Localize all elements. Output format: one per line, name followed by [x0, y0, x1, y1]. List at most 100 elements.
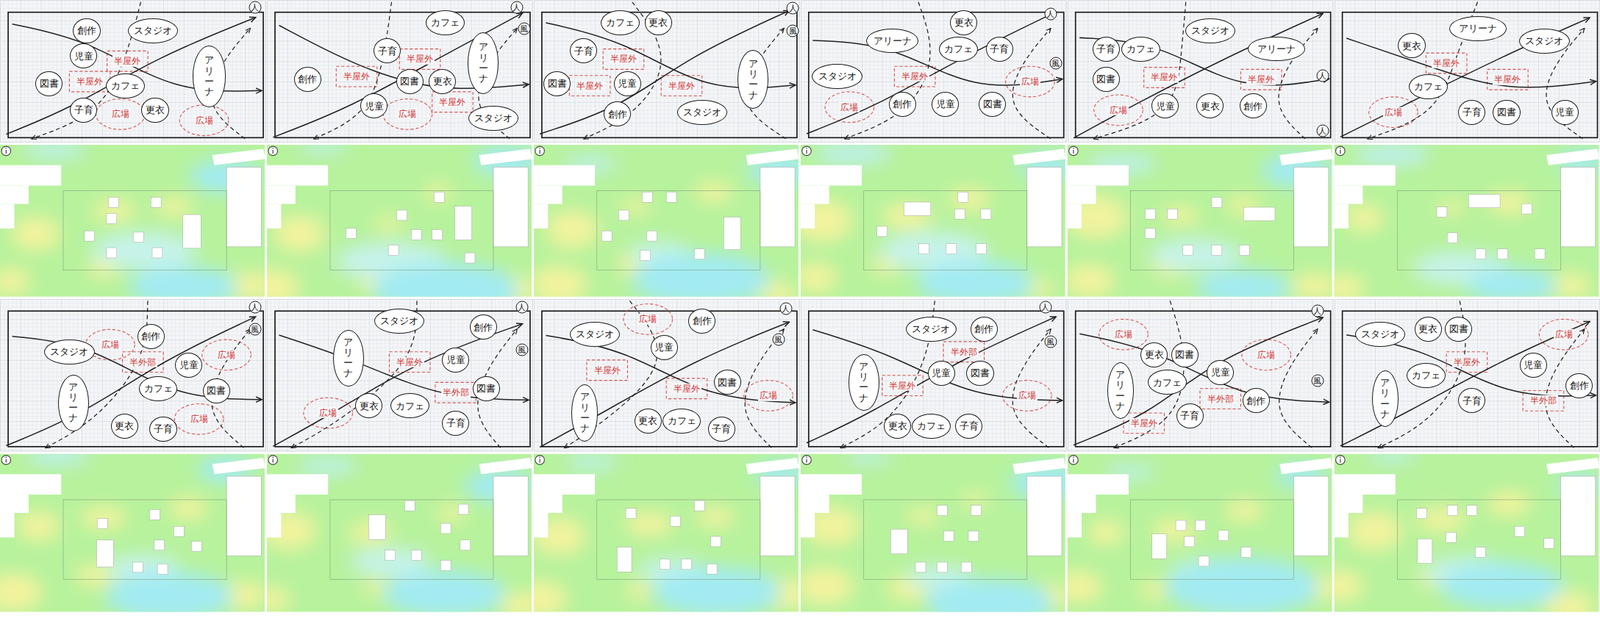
- wind-simulation: [513, 454, 813, 618]
- info-icon: [802, 455, 812, 465]
- arena-ellipse: アリーナ: [737, 50, 769, 109]
- info-icon: [1069, 455, 1078, 465]
- room-name: カフェ: [111, 80, 140, 92]
- room-bubble: 子育: [986, 36, 1014, 62]
- graph-paper: [1067, 0, 1334, 143]
- plaza-label: 広場: [194, 115, 215, 126]
- wind-flow: [1279, 329, 1318, 448]
- sketch-sheet: [267, 299, 534, 452]
- room-name: アリーナ: [1458, 22, 1498, 35]
- room-name: 図書: [39, 77, 59, 90]
- room-name: 創作: [77, 25, 97, 37]
- wind-simulation: [0, 447, 268, 618]
- circled-marker: 風: [1049, 57, 1062, 70]
- room-bubble: 創作: [970, 316, 998, 342]
- arena-ellipse: アリーナ: [1107, 362, 1134, 420]
- zone-label: 半屋外: [112, 55, 142, 67]
- info-icon: [1336, 455, 1345, 465]
- arena-ellipse: アリーナ: [58, 375, 89, 432]
- room-bubble: 児童: [441, 347, 470, 373]
- plaza-label: 広場: [838, 102, 860, 113]
- room-bubble: 更衣: [428, 69, 456, 95]
- half-outdoor-zone: [943, 341, 985, 363]
- half-outdoor-zone: [666, 378, 708, 400]
- info-icon: [802, 146, 812, 156]
- wind-simulation: [0, 141, 275, 309]
- room-bubble: カフェ: [105, 73, 145, 99]
- room-bubble: 児童: [1519, 352, 1548, 378]
- room-name: 子育: [574, 45, 594, 58]
- plaza-label: 広場: [1255, 350, 1277, 361]
- site-outline: [1397, 500, 1562, 580]
- room-name: アリーナ: [858, 361, 869, 404]
- site-outline: [863, 191, 1028, 271]
- room-bubble: 更衣: [355, 393, 383, 419]
- sketch-sheet: [0, 299, 267, 452]
- sketch-sheet: [1334, 0, 1600, 143]
- surrounding-buildings: [1067, 458, 1333, 556]
- room-bubble: 更衣: [883, 413, 912, 439]
- people-flow: [806, 11, 1056, 134]
- room-name: カフェ: [1413, 80, 1443, 93]
- room-bubble: 子育: [708, 416, 736, 442]
- wind-flow: [45, 300, 148, 448]
- wind-speed-blobs: [0, 144, 265, 298]
- room-bubble: カフェ: [1121, 36, 1161, 62]
- plaza-zone: [179, 105, 229, 137]
- room-name: 創作: [1246, 395, 1266, 408]
- zone-label: 半屋外: [1246, 74, 1276, 85]
- building-masses: [616, 500, 721, 575]
- room-bubble: 創作: [469, 314, 498, 340]
- site-boundary: [541, 311, 798, 448]
- sketch-sheet: [800, 0, 1067, 143]
- room-name: カフェ: [667, 415, 697, 428]
- people-flow: [1340, 322, 1590, 447]
- room-name: 子育: [446, 417, 466, 430]
- room-bubble: 児童: [1151, 93, 1179, 119]
- room-bubble: 児童: [1551, 100, 1579, 125]
- wind-simulation: [1063, 144, 1337, 306]
- plaza-label: 広場: [110, 108, 131, 120]
- room-name: 更衣: [888, 420, 908, 433]
- zone-label: 半外部: [1528, 395, 1559, 406]
- room-name: カフェ: [430, 16, 460, 29]
- circled-marker: 風: [248, 323, 262, 337]
- room-bubble: 創作: [1239, 93, 1267, 119]
- circled-marker: 人: [515, 300, 528, 314]
- half-outdoor-zone: [882, 375, 924, 397]
- half-outdoor-zone: [1446, 352, 1488, 373]
- wind-simulation: [1054, 454, 1344, 617]
- plaza-label: 広場: [216, 350, 237, 361]
- sketch-sheet: [800, 299, 1067, 452]
- room-name: 子育: [1462, 395, 1482, 408]
- people-flow: [1073, 13, 1323, 139]
- wind-flow: [1012, 28, 1050, 139]
- wind-speed-blobs: [1333, 454, 1599, 613]
- room-name: 子育: [74, 104, 94, 117]
- room-name: カフェ: [144, 383, 173, 395]
- building-masses: [890, 505, 981, 573]
- building-masses: [601, 191, 741, 261]
- zone-label: 半屋外: [608, 53, 639, 64]
- room-name: 図書: [476, 383, 496, 395]
- room-name: 創作: [297, 73, 317, 86]
- room-bubble: 児童: [1206, 360, 1234, 386]
- info-icon: [1336, 146, 1345, 156]
- room-name: 更衣: [1144, 349, 1164, 362]
- room-name: スタジオ: [818, 70, 857, 83]
- info-icon: [1, 146, 11, 156]
- people-flow: [1073, 317, 1323, 446]
- plaza-label: 広場: [1113, 329, 1134, 340]
- room-name: スタジオ: [911, 323, 950, 336]
- arena-ellipse: アリーナ: [192, 45, 225, 107]
- sketch-sheet: [0, 0, 267, 143]
- plaza-label: 広場: [100, 339, 121, 350]
- room-bubble: 更衣: [141, 97, 169, 123]
- room-name: スタジオ: [1525, 35, 1564, 48]
- half-outdoor-zone: [1241, 69, 1283, 90]
- arena-ellipse: アリーナ: [1449, 16, 1507, 41]
- arena-ellipse: アリーナ: [848, 354, 880, 412]
- site-boundary: [275, 12, 531, 139]
- room-bubble: 子育: [1458, 100, 1486, 125]
- sketch-sheet: [267, 0, 534, 143]
